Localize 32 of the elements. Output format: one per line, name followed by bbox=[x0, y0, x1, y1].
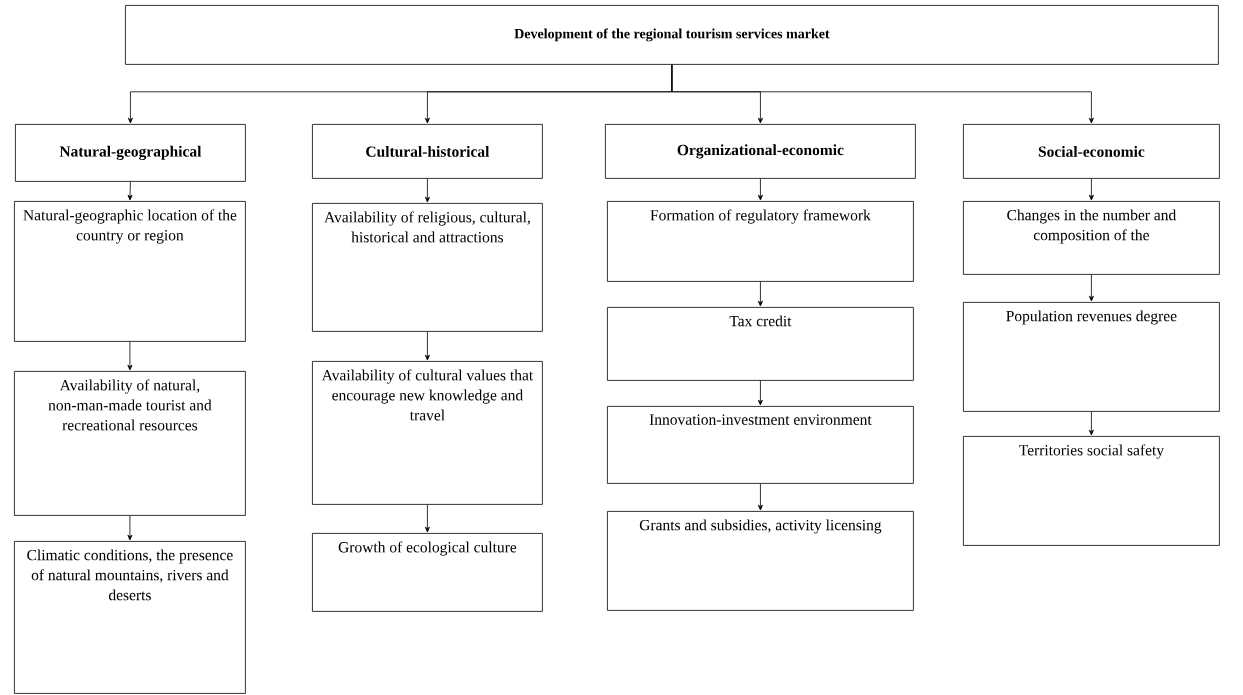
factor-box: Changes in the number and composition of the bbox=[963, 201, 1220, 275]
factor-box: Availability of religious, cultural, historical and attractions bbox=[312, 203, 543, 332]
arrow bbox=[424, 178, 430, 203]
arrow bbox=[1088, 178, 1094, 201]
arrow bbox=[424, 504, 430, 533]
factor-box: Natural-geographic location of the country or region bbox=[14, 201, 246, 342]
factor-box: Formation of regulatory framework bbox=[607, 201, 914, 282]
arrow bbox=[424, 331, 430, 361]
category-box: Cultural-historical bbox=[312, 124, 543, 179]
category-box: Natural-geographical bbox=[15, 124, 246, 182]
factor-box: Growth of ecological culture bbox=[312, 533, 543, 612]
factor-box: Population revenues degree bbox=[963, 302, 1220, 412]
arrow bbox=[757, 281, 763, 307]
factor-box: Territories social safety bbox=[963, 436, 1220, 546]
arrow bbox=[1088, 274, 1094, 302]
arrow bbox=[757, 483, 763, 511]
factor-box: Innovation-investment environment bbox=[607, 406, 914, 484]
arrow bbox=[127, 341, 133, 371]
arrow bbox=[671, 64, 1094, 124]
arrow bbox=[127, 181, 133, 201]
factor-box: Tax credit bbox=[607, 307, 914, 381]
factor-box: Climatic conditions, the presence of natural mountains, rivers and deserts bbox=[14, 541, 246, 694]
arrow bbox=[757, 178, 763, 201]
arrow bbox=[757, 380, 763, 406]
factor-box: Availability of cultural values that encourage new knowledge and travel bbox=[312, 361, 543, 505]
arrow bbox=[127, 515, 133, 541]
category-box: Social-economic bbox=[963, 124, 1220, 179]
title-box: Development of the regional tourism services market bbox=[125, 5, 1219, 65]
factor-box: Availability of natural, non-man-made tourist and recreational resources bbox=[14, 371, 246, 516]
category-box: Organizational-economic bbox=[605, 124, 916, 179]
factor-box: Grants and subsidies, activity licensing bbox=[607, 511, 914, 611]
arrow bbox=[1088, 411, 1094, 436]
